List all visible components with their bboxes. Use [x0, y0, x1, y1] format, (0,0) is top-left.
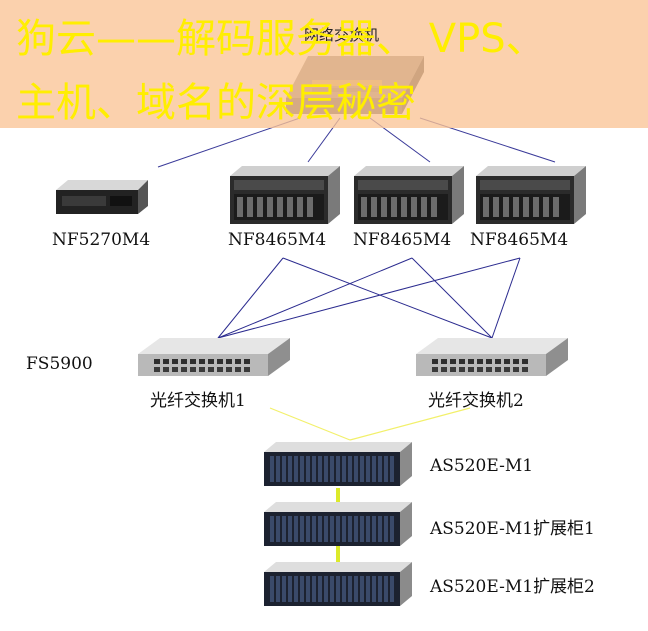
fc-switch-1-label: 光纤交换机1: [150, 391, 246, 411]
server-label: NF8465M4: [470, 230, 569, 250]
title-banner: 网络交换机 狗云——解码服务器、 VPS、 主机、域名的深层秘密: [0, 0, 648, 128]
server-label: NF5270M4: [52, 230, 151, 250]
storage-link-left: [269, 407, 351, 441]
fc-link-c: [217, 257, 413, 339]
storage-label: AS520E-M1扩展柜1: [430, 519, 595, 539]
fabric-group-label: FS5900: [26, 354, 93, 374]
server-nf5270m4: [54, 176, 150, 220]
fc-link-e: [217, 257, 521, 339]
fc-link-b: [282, 257, 493, 339]
fc-link-a: [217, 257, 284, 339]
banner-line-1: 狗云——解码服务器、 VPS、: [16, 16, 546, 62]
fc-link-f: [491, 257, 521, 339]
storage-label: AS520E-M1扩展柜2: [430, 577, 595, 597]
fc-switch-2-label: 光纤交换机2: [428, 391, 524, 411]
server-label: NF8465M4: [228, 230, 327, 250]
server-nf8465m4-3: [474, 164, 588, 228]
fc-switch-2: [414, 334, 570, 380]
server-nf8465m4-2: [352, 164, 466, 228]
storage-link-right: [349, 407, 471, 441]
server-label: NF8465M4: [353, 230, 452, 250]
banner-line-2: 主机、域名的深层秘密: [16, 80, 416, 126]
storage-as520e-m1: [262, 440, 414, 490]
fc-link-d: [411, 257, 493, 339]
storage-as520e-m1-expansion-2: [262, 560, 414, 610]
storage-as520e-m1-expansion-1: [262, 500, 414, 550]
server-nf8465m4-1: [228, 164, 342, 228]
fc-switch-1: [136, 334, 292, 380]
network-switch-label: 网络交换机: [304, 26, 380, 44]
storage-label: AS520E-M1: [430, 456, 534, 476]
